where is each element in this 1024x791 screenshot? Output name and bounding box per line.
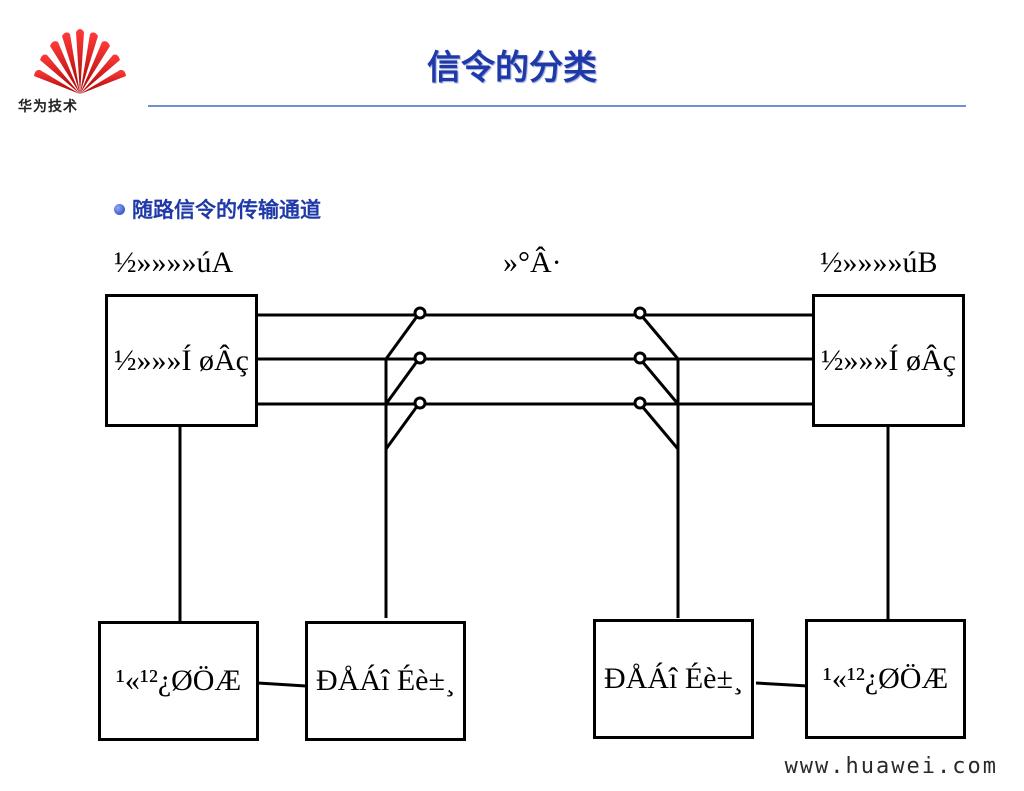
switch-network-b: ½»»»Í øÂç bbox=[812, 294, 965, 427]
common-control-b: ¹«¹²¿ØÖÆ bbox=[805, 619, 966, 739]
website-footer: www.huawei.com bbox=[784, 754, 998, 779]
right-switch-contact-2 bbox=[639, 359, 680, 405]
left-switch-contact-1 bbox=[384, 314, 420, 360]
right-switch-contact-1 bbox=[639, 314, 680, 360]
huawei-logo-icon bbox=[34, 29, 126, 94]
signaling-device-a: ÐÅÁî Éè±¸ bbox=[305, 621, 466, 741]
bullet-text: 随路信令的传输通道 bbox=[132, 198, 321, 222]
common-control-a: ¹«¹²¿ØÖÆ bbox=[98, 621, 259, 741]
left-control-link bbox=[257, 681, 307, 688]
switch-network-a: ½»»»Í øÂç bbox=[105, 294, 258, 427]
right-control-link bbox=[755, 681, 809, 688]
network-label: »°Â· bbox=[503, 246, 562, 279]
left-switch-contact-3 bbox=[384, 404, 420, 450]
left-contact-node-2 bbox=[413, 351, 427, 365]
right-switch-contact-3 bbox=[639, 404, 680, 450]
right-contact-node-1 bbox=[633, 306, 647, 320]
title-divider bbox=[148, 105, 966, 107]
bullet-item: 随路信令的传输通道 bbox=[114, 194, 321, 224]
right-contact-node-3 bbox=[633, 396, 647, 410]
slide-title: 信令的分类 bbox=[427, 48, 597, 88]
left-switch-contact-2 bbox=[384, 359, 420, 405]
exchange-a-label: ½»»»»úA bbox=[114, 246, 234, 279]
exchange-b-label: ½»»»»úB bbox=[820, 246, 938, 279]
bullet-dot-icon bbox=[114, 204, 125, 215]
left-contact-node-1 bbox=[413, 306, 427, 320]
right-contact-node-2 bbox=[633, 351, 647, 365]
logo-text: 华为技术 bbox=[18, 99, 78, 115]
signaling-device-b: ÐÅÁî Éè±¸ bbox=[593, 619, 754, 739]
left-contact-node-3 bbox=[413, 396, 427, 410]
